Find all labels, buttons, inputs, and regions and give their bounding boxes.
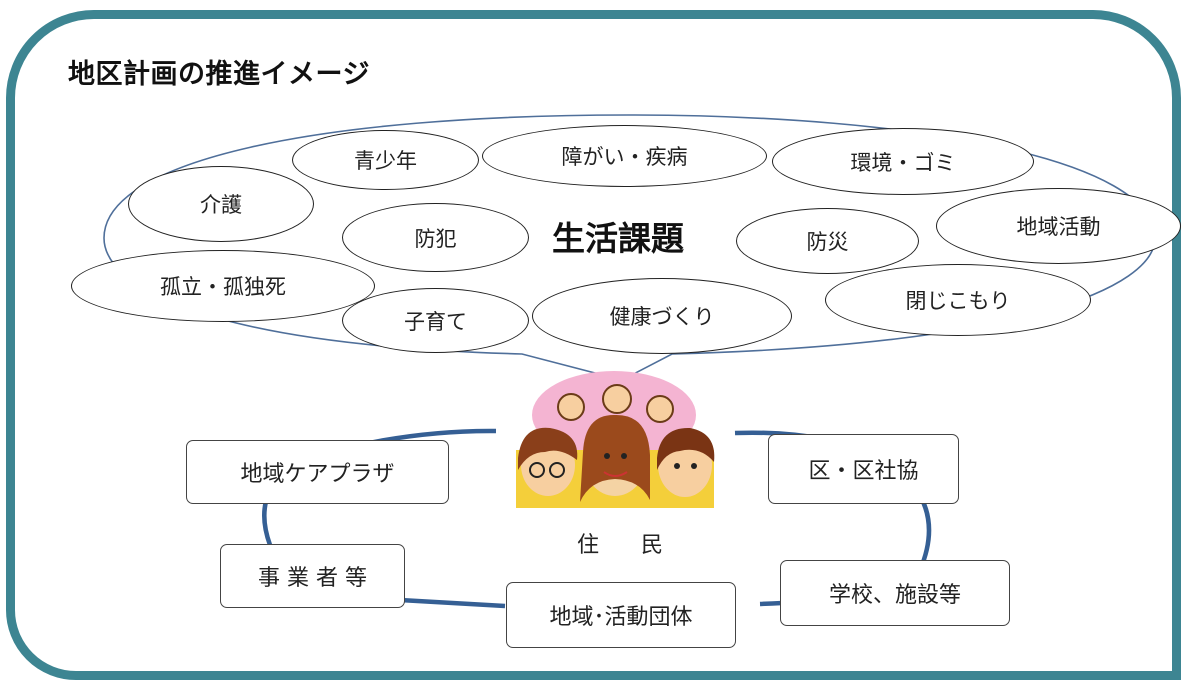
center-label: 生活課題 [552,219,684,258]
issue-environment-waste: 環境・ゴミ [772,128,1034,195]
partner-businesses: 事 業 者 等 [220,544,405,608]
issue-child-rearing: 子育て [342,288,529,353]
issue-nursing-care: 介護 [128,166,314,242]
issue-isolation: 孤立・孤独死 [71,250,375,322]
partner-community-groups: 地域･活動団体 [506,582,736,648]
residents-label: 住 民 [577,533,674,558]
issue-health-promotion: 健康づくり [532,278,792,354]
residents-illustration-icon [516,371,715,508]
issue-community-activities: 地域活動 [936,188,1181,264]
partner-schools-facilities: 学校、施設等 [780,560,1010,626]
partner-ward-council: 区・区社協 [768,434,959,504]
diagram-title: 地区計画の推進イメージ [68,59,370,90]
issue-crime-prevention: 防犯 [342,203,529,272]
diagram-canvas [103,114,1156,609]
issue-disaster-prevention: 防災 [736,208,919,274]
issue-disability-illness: 障がい・疾病 [482,125,767,187]
issue-youth: 青少年 [292,130,479,190]
issue-social-withdrawal: 閉じこもり [825,264,1091,336]
partner-care-plaza: 地域ケアプラザ [186,440,449,504]
